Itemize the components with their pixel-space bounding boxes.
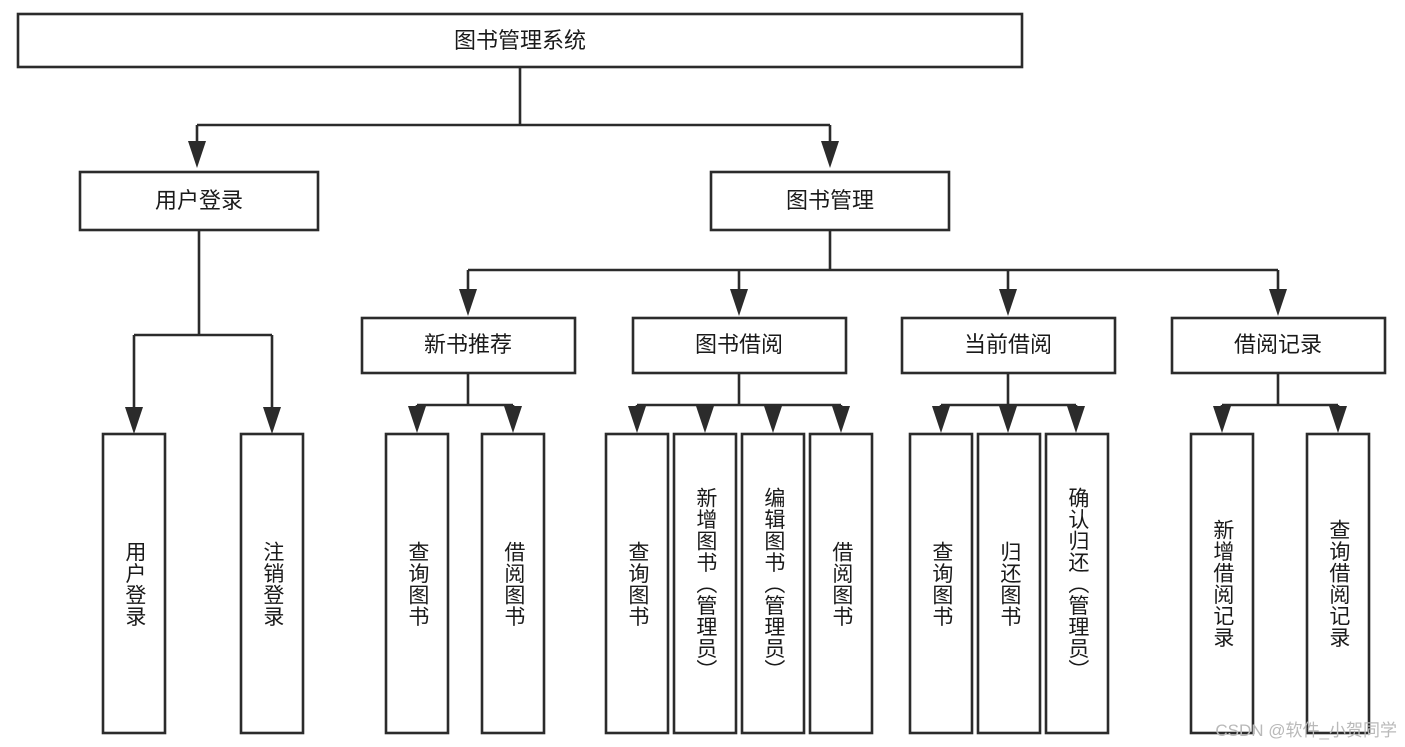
borrow-records-box[interactable] [1170,316,1387,375]
arrowhead-currentborrow [999,289,1017,316]
root-box[interactable] [16,12,1024,69]
leaf-box-nb-query[interactable] [384,432,450,735]
node-book-management[interactable]: 图书管理 [709,170,951,232]
current-borrow-label: 当前借阅 [964,332,1052,357]
user-login-label: 用户登录 [155,188,243,213]
book-management-box[interactable] [709,170,951,232]
leaf-box-cb-confirm[interactable] [1044,432,1110,735]
arrowhead-bookborrow-leaf-3 [764,406,782,433]
leaf-box-logout[interactable] [239,432,305,735]
arrowhead-newbook-leaf-2 [504,406,522,433]
leaf-box-cb-return[interactable] [976,432,1042,735]
watermark-text: CSDN @软件_小贺同学 [1215,721,1397,740]
arrowhead-borrowrecords [1269,289,1287,316]
node-root[interactable]: 图书管理系统 [16,12,1024,69]
arrowhead-currentborrow-leaf-3 [1067,406,1085,433]
leaf-box-br-add[interactable] [1189,432,1255,735]
leaf-box-cb-query[interactable] [908,432,974,735]
node-book-borrow[interactable]: 图书借阅 [631,316,848,375]
arrowhead-user-login-leaf [125,407,143,434]
borrow-records-label: 借阅记录 [1234,332,1322,357]
book-borrow-box[interactable] [631,316,848,375]
node-borrow-records[interactable]: 借阅记录 [1170,316,1387,375]
current-borrow-box[interactable] [900,316,1117,375]
arrowhead-currentborrow-leaf-2 [999,406,1017,433]
arrowhead-newbook [459,289,477,316]
arrowhead-bookmgmt [821,141,839,168]
leaf-box-br-query[interactable] [1305,432,1371,735]
arrowhead-bookborrow-leaf-1 [628,406,646,433]
leaf-box-bb-edit[interactable] [740,432,806,735]
arrowhead-userlogin [188,141,206,168]
arrowhead-borrowrecords-leaf-1 [1213,406,1231,433]
book-management-label: 图书管理 [786,188,874,213]
arrowhead-borrowrecords-leaf-2 [1329,406,1347,433]
leaf-box-bb-query[interactable] [604,432,670,735]
new-book-recommend-label: 新书推荐 [424,332,512,357]
new-book-recommend-box[interactable] [360,316,577,375]
book-borrow-label: 图书借阅 [695,332,783,357]
arrowhead-bookborrow-leaf-2 [696,406,714,433]
arrowhead-currentborrow-leaf-1 [932,406,950,433]
leaf-box-user-login[interactable] [101,432,167,735]
arrowhead-bookborrow [730,289,748,316]
node-current-borrow[interactable]: 当前借阅 [900,316,1117,375]
leaf-box-nb-borrow[interactable] [480,432,546,735]
arrowhead-newbook-leaf-1 [408,406,426,433]
node-new-book-recommend[interactable]: 新书推荐 [360,316,577,375]
leaf-box-bb-borrow[interactable] [808,432,874,735]
leaf-box-bb-add[interactable] [672,432,738,735]
node-user-login[interactable]: 用户登录 [78,170,320,232]
root-label: 图书管理系统 [454,28,586,53]
arrowhead-logout-leaf [263,407,281,434]
arrowhead-bookborrow-leaf-4 [832,406,850,433]
